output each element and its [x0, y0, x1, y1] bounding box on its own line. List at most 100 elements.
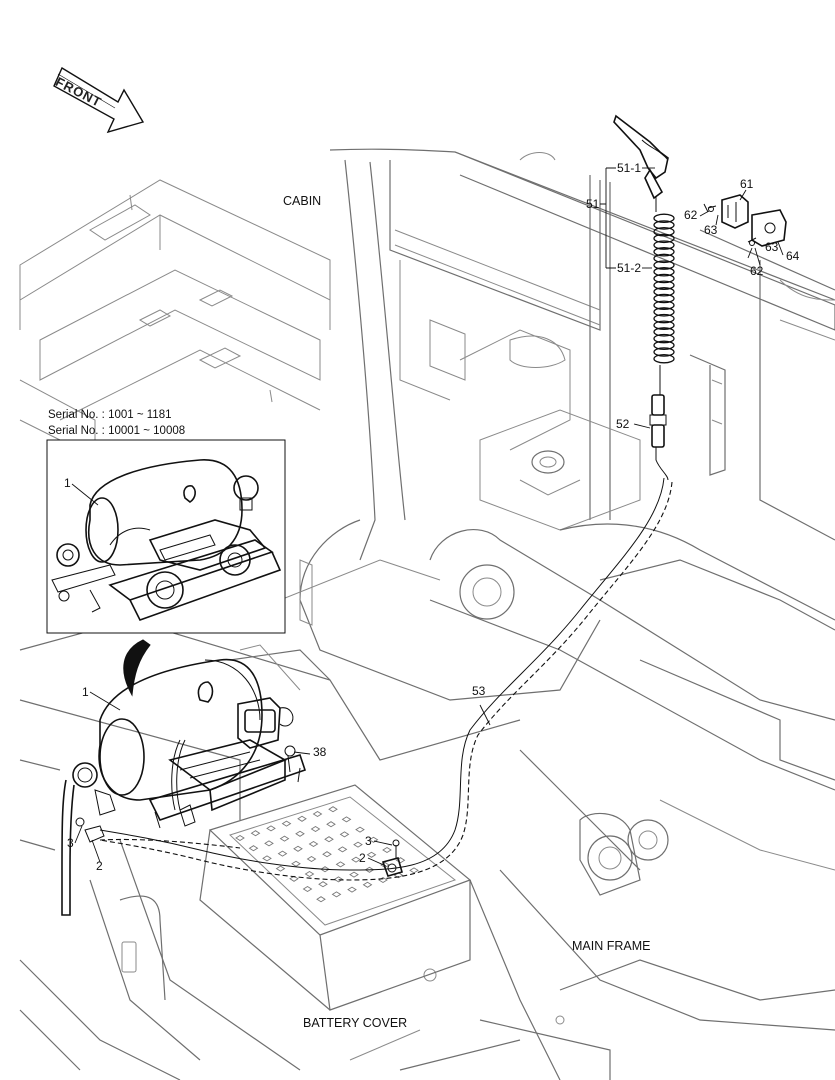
- vent-slot: [262, 855, 272, 862]
- vent-slot: [289, 875, 299, 882]
- vent-slot: [250, 830, 261, 837]
- hose-coupling: [649, 365, 669, 481]
- vent-slot: [279, 835, 290, 842]
- hose-coil-loop: [653, 213, 675, 224]
- hose-coil-loop: [653, 327, 675, 337]
- vent-slot: [318, 881, 328, 888]
- vent-slot: [355, 826, 365, 833]
- cabin-frame-structure: [329, 148, 835, 561]
- vent-slot: [312, 810, 323, 818]
- vent-slot: [277, 850, 288, 857]
- leader-lines: [71, 167, 784, 867]
- vent-slot: [316, 896, 326, 903]
- hose-coil-loop: [653, 240, 675, 250]
- vent-slot: [308, 840, 319, 848]
- callout-51: 51: [586, 197, 600, 211]
- vent-slot: [341, 816, 352, 823]
- vent-slot: [304, 870, 315, 878]
- upper-frame-structure: [19, 179, 331, 460]
- vent-slot: [362, 881, 373, 888]
- hose-coil-loop: [653, 280, 675, 290]
- callout-2-a: 2: [96, 859, 103, 873]
- vent-slot: [248, 845, 259, 852]
- vent-slot: [347, 886, 357, 893]
- gun-holder-bracket: [703, 194, 787, 247]
- vent-slot: [337, 846, 348, 853]
- callout-51-1: 51-1: [617, 161, 642, 175]
- lower-frame-structure: [19, 619, 835, 1080]
- hose-coil-loop: [653, 307, 675, 317]
- boom-and-arm-structure: [229, 519, 835, 896]
- vent-slot: [324, 836, 334, 843]
- callout-63-b: 63: [765, 240, 779, 254]
- vent-slot: [235, 834, 245, 842]
- hose-coil-loop: [653, 273, 675, 284]
- callout-62-a: 62: [684, 208, 698, 222]
- hose-coil-loop: [653, 287, 675, 297]
- vent-slot: [335, 861, 346, 868]
- callout-51-2: 51-2: [617, 261, 642, 275]
- hose-coil-loop: [653, 300, 675, 310]
- callout-inset-1: 1: [64, 476, 71, 490]
- air-compressor-assembly: [61, 658, 307, 916]
- hose-coil-loop: [653, 253, 675, 264]
- battery-cover-label: BATTERY COVER: [303, 1016, 408, 1030]
- hose-coil-loop: [653, 260, 675, 270]
- hose-coil-loop: [653, 226, 675, 237]
- vent-slot: [349, 871, 359, 878]
- vent-slot: [291, 860, 301, 867]
- callout-64: 64: [786, 249, 800, 263]
- vent-slot: [326, 821, 336, 828]
- serial-range-2: Serial No. : 10001 ~ 10008: [48, 425, 186, 437]
- serial-range-1: Serial No. : 1001 ~ 1181: [48, 409, 172, 421]
- vent-slot: [264, 840, 274, 847]
- vent-slot: [310, 825, 321, 833]
- callout-3-a: 3: [67, 836, 74, 850]
- hose-coil-loop: [653, 313, 675, 324]
- callout-63-a: 63: [704, 223, 718, 237]
- hose-coil-loop: [653, 347, 675, 357]
- vent-slot: [382, 846, 392, 854]
- callout-1: 1: [82, 685, 89, 699]
- vent-slot: [275, 865, 286, 872]
- air-line: [99, 477, 673, 881]
- hose-coil-loop: [653, 220, 675, 230]
- battery-cover: [199, 784, 472, 1011]
- vent-slot: [339, 831, 350, 838]
- callout-61: 61: [740, 177, 754, 191]
- hose-coil-loop: [653, 340, 675, 351]
- hose-coil-loop: [653, 320, 675, 330]
- hose-coil-loop: [653, 293, 675, 304]
- vent-slot: [351, 856, 361, 863]
- vent-slot: [293, 845, 303, 852]
- callout-2-b: 2: [359, 851, 366, 865]
- cabin-label: CABIN: [283, 194, 322, 208]
- vent-slot: [353, 841, 363, 848]
- vent-grid: [235, 806, 419, 903]
- callout-53: 53: [472, 684, 486, 698]
- callout-38: 38: [313, 745, 327, 759]
- vent-slot: [368, 836, 379, 843]
- main-frame-label: MAIN FRAME: [572, 939, 651, 953]
- hose-coil-loop: [653, 333, 675, 344]
- vent-slot: [366, 851, 377, 858]
- vent-slot: [295, 830, 305, 837]
- air-gun: [613, 114, 669, 212]
- callout-62-b: 62: [750, 264, 764, 278]
- callout-3-b: 3: [365, 834, 372, 848]
- vent-slot: [306, 855, 317, 863]
- vent-slot: [302, 885, 313, 893]
- vent-slot: [328, 806, 338, 813]
- hose-coil-loop: [653, 233, 675, 244]
- vent-slot: [409, 867, 419, 874]
- inset-pointer-arrow: [123, 639, 151, 697]
- vent-slot: [322, 851, 332, 858]
- front-direction-arrow: [53, 66, 145, 134]
- hose-coil-loop: [653, 247, 675, 257]
- hose-clamp: [381, 839, 403, 877]
- callout-52: 52: [616, 417, 630, 431]
- vent-slot: [297, 815, 307, 822]
- vent-slot: [266, 825, 276, 832]
